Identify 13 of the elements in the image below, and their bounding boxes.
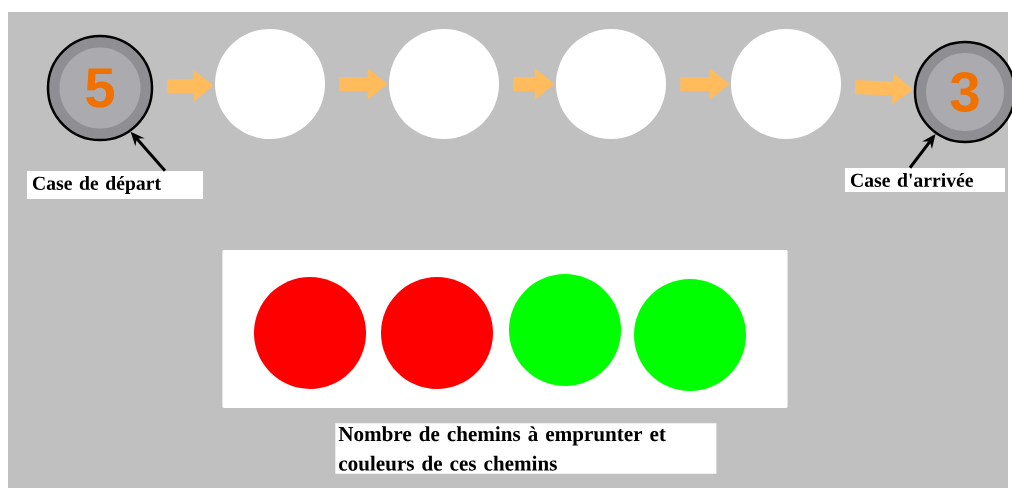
number-token: 3 <box>913 40 1012 144</box>
path-circle <box>634 279 746 391</box>
step-circle <box>389 29 499 139</box>
step-circle <box>215 29 325 139</box>
path-circle <box>509 274 621 386</box>
path-circle <box>381 276 493 389</box>
callout-label: Case de départ <box>27 171 204 199</box>
step-circle <box>556 29 666 139</box>
step-circle <box>731 29 841 139</box>
callout-label: Case d'arrivée <box>845 168 1006 192</box>
caption-text: Nombre de chemins à emprunter et couleurs de ces chemins <box>335 423 717 474</box>
number-token: 5 <box>46 34 154 142</box>
path-circle <box>254 276 366 389</box>
